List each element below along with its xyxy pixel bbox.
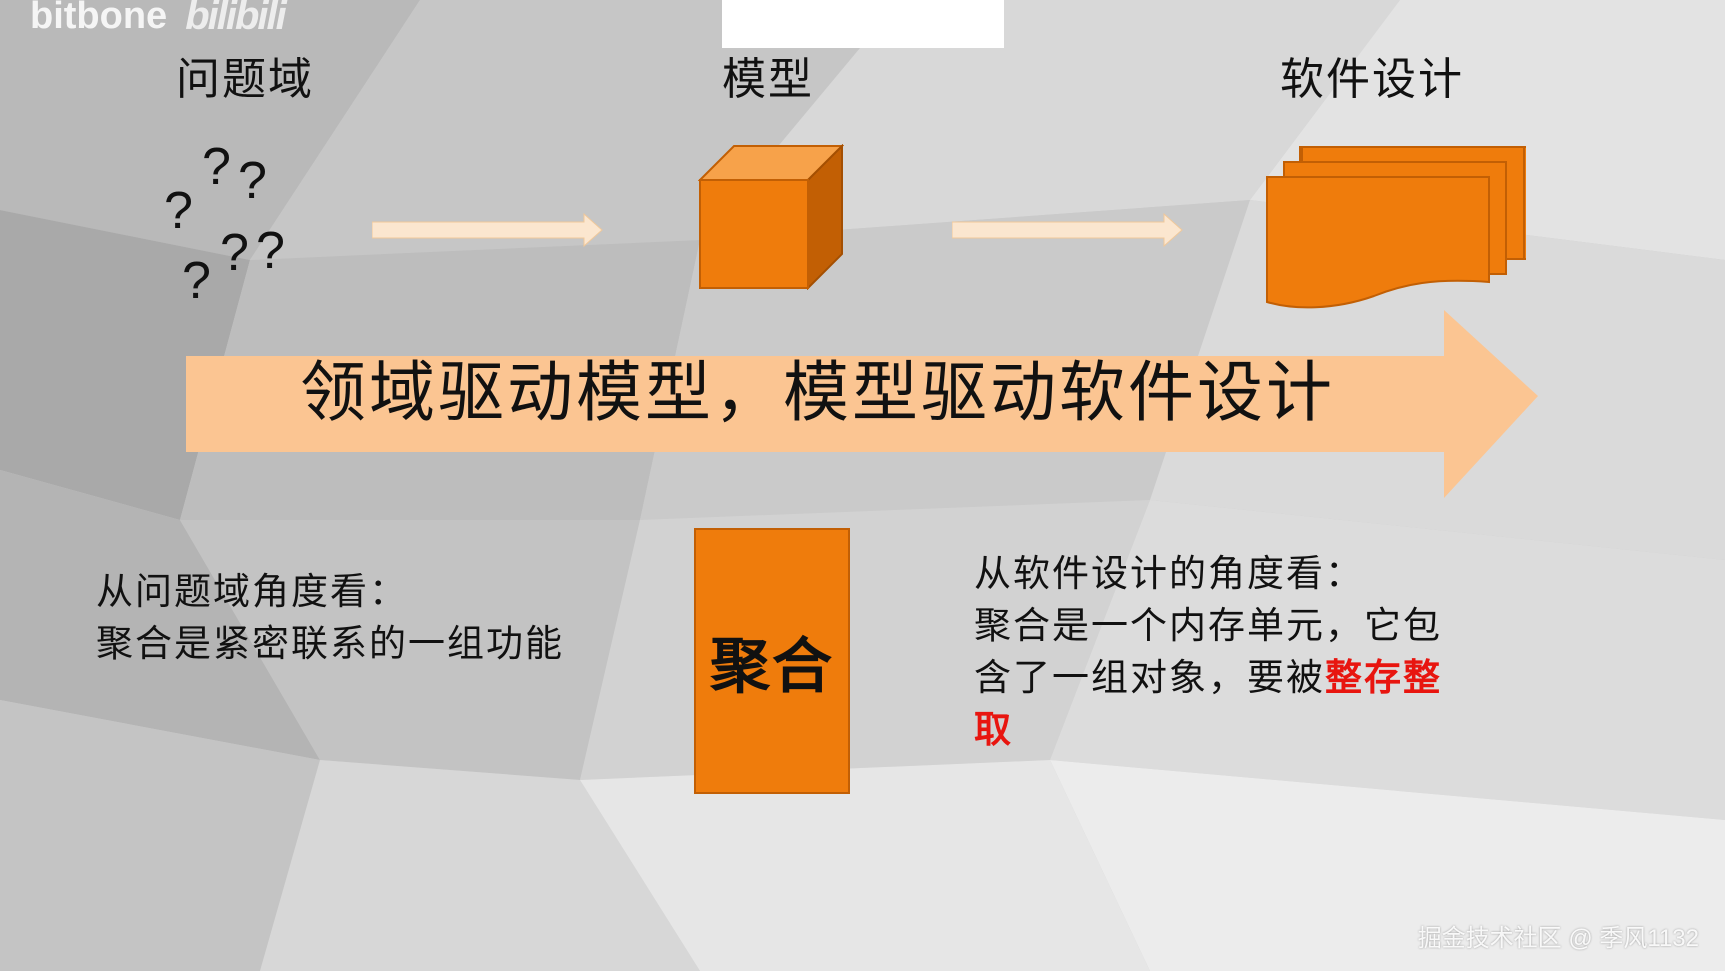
- top-blank-box: [722, 0, 1004, 48]
- problem-domain-title: 问题域: [176, 54, 314, 105]
- question-mark: ?: [238, 152, 267, 210]
- question-mark: ?: [220, 224, 249, 282]
- question-mark: ?: [182, 252, 211, 310]
- banner-arrow: [186, 310, 1538, 498]
- question-mark: ?: [256, 222, 285, 280]
- software-design-heading: 从软件设计的角度看：: [974, 552, 1364, 595]
- aggregate-label: 聚合: [710, 631, 834, 702]
- question-marks-icon: ? ? ? ? ? ?: [160, 135, 300, 315]
- highlight-text: 取: [974, 708, 1013, 751]
- problem-domain-definition: 聚合是紧密联系的一组功能: [96, 622, 564, 665]
- software-design-title: 软件设计: [1280, 54, 1464, 105]
- software-design-line2: 聚合是一个内存单元，它包: [974, 604, 1442, 647]
- highlight-text: 整存整: [1325, 656, 1442, 699]
- right-arrow-icon: [952, 212, 1183, 248]
- brand-watermark: bitbone: [30, 0, 168, 37]
- question-mark: ?: [164, 182, 193, 240]
- aggregate-box: 聚合: [694, 528, 850, 794]
- top-watermark: bitbone bilibili: [30, 0, 287, 39]
- software-design-line4: 取: [974, 704, 1442, 756]
- footer-watermark: 掘金技术社区 @ 季风1132: [1417, 925, 1699, 952]
- software-design-line3: 含了一组对象，要被整存整: [974, 652, 1442, 704]
- document-stack-icon: [1266, 146, 1526, 309]
- banner-text: 领域驱动模型，模型驱动软件设计: [300, 354, 1335, 431]
- software-design-description: 从软件设计的角度看： 聚合是一个内存单元，它包 含了一组对象，要被整存整 取: [974, 548, 1442, 756]
- model-title: 模型: [722, 54, 814, 105]
- problem-domain-description: 从问题域角度看： 聚合是紧密联系的一组功能: [96, 566, 564, 670]
- software-design-line3-text: 含了一组对象，要被: [974, 656, 1325, 699]
- right-arrow-icon: [372, 212, 603, 248]
- problem-domain-heading: 从问题域角度看：: [96, 570, 408, 613]
- cube-icon: [698, 144, 844, 290]
- question-mark: ?: [202, 138, 231, 196]
- bilibili-logo-icon: bilibili: [185, 0, 287, 38]
